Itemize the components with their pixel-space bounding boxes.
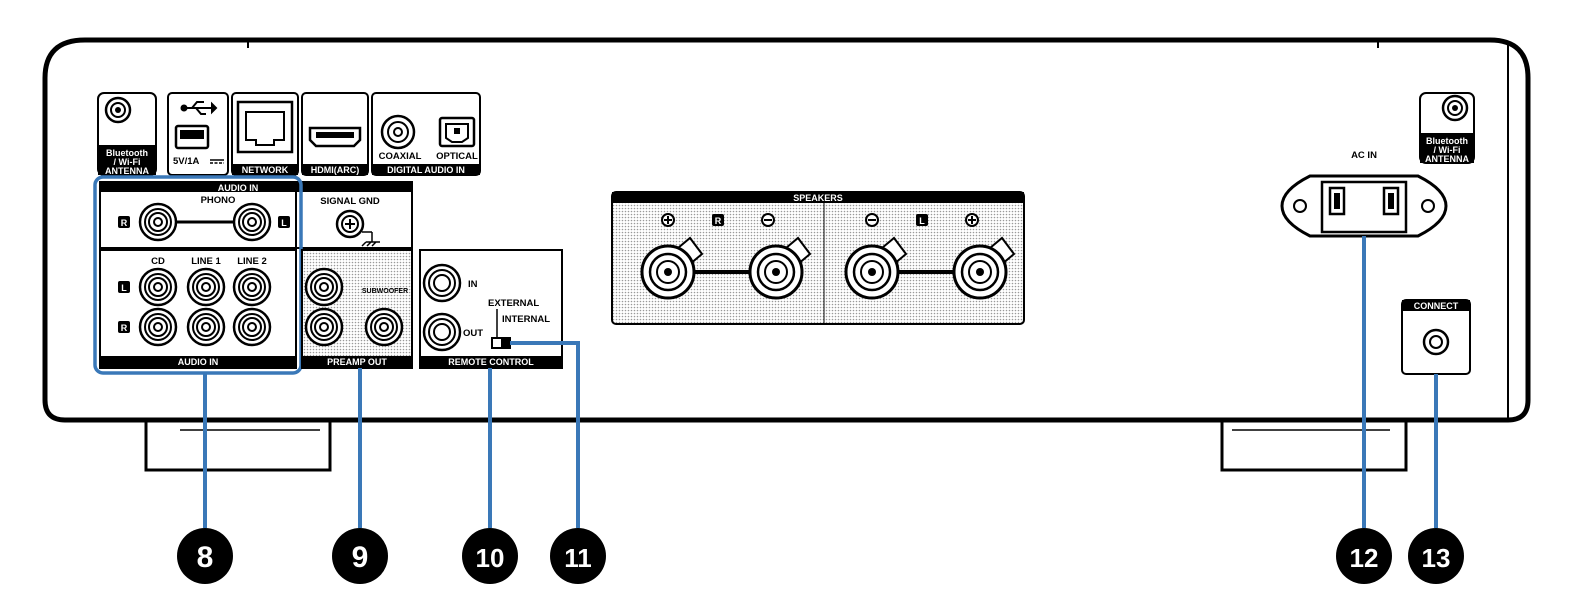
svg-text:11: 11 (564, 543, 592, 573)
line-l-label: L (121, 283, 127, 293)
line-r-label: R (121, 323, 128, 333)
antenna-right-line2: / Wi-Fi (1434, 145, 1461, 155)
signal-gnd[interactable]: SIGNAL GND (295, 181, 413, 249)
network-port[interactable]: NETWORK (231, 92, 299, 176)
audio-in-line-section: CD LINE 1 LINE 2 L R AUDIO IN (99, 249, 297, 369)
antenna-left[interactable]: Bluetooth / Wi-Fi ANTENNA (97, 92, 157, 176)
remote-in-jack[interactable] (422, 263, 462, 303)
preamp-out-section: SUBWOOFER PREAMP OUT (301, 249, 413, 369)
speaker-terminals[interactable] (640, 236, 1016, 300)
optical-label: OPTICAL (436, 151, 478, 162)
hdmi-port[interactable]: HDMI(ARC) (301, 92, 369, 176)
svg-text:12: 12 (1350, 543, 1379, 573)
svg-text:10: 10 (476, 543, 505, 573)
audio-in-phono-section: AUDIO IN PHONO R L (99, 181, 297, 249)
phono-r-label: R (121, 218, 128, 228)
speakers-section: SPEAKERS R L (611, 191, 1025, 325)
audio-in-footer: AUDIO IN (178, 357, 219, 367)
remote-in-label: IN (468, 279, 478, 290)
ac-in-label: AC IN (1351, 150, 1377, 161)
ac-inlet[interactable]: AC IN (1280, 150, 1448, 238)
antenna-left-line2: / Wi-Fi (114, 157, 141, 167)
antenna-right[interactable]: Bluetooth / Wi-Fi ANTENNA (1419, 92, 1475, 164)
ground-terminal-icon (335, 209, 380, 247)
phono-r-jack[interactable] (138, 202, 178, 242)
usb-icon (180, 101, 218, 115)
chassis-outline (42, 37, 1531, 423)
antenna-left-line3: ANTENNA (105, 166, 149, 176)
preamp-jacks[interactable] (304, 267, 404, 347)
usb-port[interactable]: 5V/1A (167, 92, 229, 176)
signal-gnd-label: SIGNAL GND (320, 196, 380, 207)
callout-8: 8 (177, 528, 233, 584)
coaxial-jack[interactable] (380, 114, 416, 150)
digital-audio-in[interactable]: COAXIAL OPTICAL DIGITAL AUDIO IN (371, 92, 481, 176)
audio-in-header: AUDIO IN (218, 183, 259, 193)
speakers-l-label: L (919, 216, 925, 226)
network-label: NETWORK (242, 165, 289, 175)
hdmi-label: HDMI(ARC) (311, 165, 360, 175)
phono-label: PHONO (201, 195, 236, 206)
speakers-r-label: R (715, 216, 722, 226)
external-internal-switch[interactable] (491, 337, 511, 349)
left-foot (144, 422, 332, 472)
preamp-out-footer: PREAMP OUT (327, 357, 387, 367)
speakers-title: SPEAKERS (793, 193, 843, 203)
remote-out-label: OUT (463, 328, 483, 339)
antenna-right-line1: Bluetooth (1426, 136, 1468, 146)
optical-jack[interactable] (438, 116, 476, 148)
svg-text:9: 9 (352, 541, 369, 574)
remote-out-jack[interactable] (422, 312, 462, 352)
usb-label: 5V/1A (173, 156, 200, 167)
right-foot (1220, 422, 1408, 472)
remote-control-footer: REMOTE CONTROL (448, 357, 534, 367)
callout-lines (203, 236, 1438, 528)
antenna-right-line3: ANTENNA (1425, 154, 1469, 164)
line1-label: LINE 1 (191, 256, 221, 267)
antenna-connector-icon (1441, 94, 1469, 122)
antenna-connector-icon (104, 96, 132, 124)
callout-10: 10 (462, 528, 518, 584)
callout-11: 11 (550, 528, 606, 584)
phono-l-label: L (281, 218, 287, 228)
subwoofer-label: SUBWOOFER (362, 288, 408, 295)
callout-13: 13 (1408, 528, 1464, 584)
connect-label: CONNECT (1414, 301, 1459, 311)
line2-label: LINE 2 (237, 256, 267, 267)
digital-audio-title: DIGITAL AUDIO IN (387, 165, 465, 175)
internal-label: INTERNAL (502, 314, 550, 325)
svg-text:13: 13 (1422, 543, 1451, 573)
cd-label: CD (151, 256, 165, 267)
connect-port[interactable]: CONNECT (1401, 299, 1471, 375)
external-label: EXTERNAL (488, 298, 539, 309)
coaxial-label: COAXIAL (379, 151, 422, 162)
callout-12: 12 (1336, 528, 1392, 584)
svg-text:8: 8 (197, 541, 214, 574)
phono-l-jack[interactable] (232, 202, 272, 242)
antenna-left-line1: Bluetooth (106, 148, 148, 158)
callout-9: 9 (332, 528, 388, 584)
remote-control-section: IN OUT EXTERNAL INTERNAL REMOTE CONTROL (419, 249, 563, 369)
rca-jacks-grid[interactable] (138, 267, 272, 347)
